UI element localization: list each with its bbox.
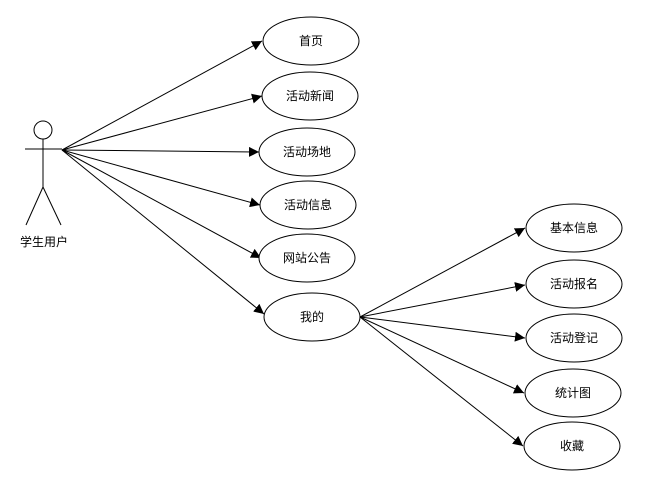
edge-actor-activity-news: [61, 93, 263, 151]
use-case-activity-checkin-ellipse: [525, 313, 623, 363]
use-case-activity-info-label: 活动信息: [284, 197, 332, 212]
edge-mine-activity-signup: [359, 281, 526, 318]
use-case-statistics-chart: 统计图: [524, 368, 622, 418]
use-case-activity-signup: 活动报名: [525, 259, 623, 309]
use-case-activity-info: 活动信息: [259, 180, 357, 230]
use-case-activity-news-label: 活动新闻: [286, 88, 334, 103]
use-case-activity-signup-ellipse: [525, 259, 623, 309]
edge-actor-activity-info: [61, 149, 261, 208]
use-case-activity-checkin: 活动登记: [525, 313, 623, 363]
mine-edges: [359, 227, 526, 447]
use-case-statistics-chart-label: 统计图: [555, 386, 591, 400]
use-case-activity-venue-ellipse: [258, 127, 356, 177]
edge-actor-site-notice: [61, 149, 262, 259]
use-case-site-notice: 网站公告: [258, 233, 356, 283]
edge-actor-home: [61, 40, 263, 151]
use-case-activity-news-ellipse: [261, 71, 359, 121]
edge-actor-mine: [61, 149, 265, 315]
actor-label: 学生用户: [20, 234, 68, 249]
use-case-mine-ellipse: [263, 292, 361, 342]
use-case-activity-info-ellipse: [259, 180, 357, 230]
use-case-activity-signup-label: 活动报名: [550, 276, 598, 291]
use-case-favorites: 收藏: [523, 421, 621, 471]
use-case-basic-info-ellipse: [525, 203, 623, 253]
edge-mine-activity-checkin: [359, 316, 526, 342]
actor-head: [33, 120, 53, 140]
use-case-mine: 我的: [263, 292, 361, 342]
edge-mine-statistics-chart: [359, 316, 525, 394]
use-case-statistics-chart-ellipse: [524, 368, 622, 418]
use-case-favorites-ellipse: [523, 421, 621, 471]
use-case-home: 首页: [262, 16, 360, 66]
use-case-activity-news: 活动新闻: [261, 71, 359, 121]
actor-left-leg: [25, 186, 44, 226]
use-case-site-notice-ellipse: [258, 233, 356, 283]
use-case-mine-label: 我的: [300, 309, 324, 324]
use-case-home-ellipse: [262, 16, 360, 66]
actor-edges: [61, 40, 265, 315]
actor-right-leg: [42, 186, 62, 226]
use-case-activity-venue: 活动场地: [258, 127, 356, 177]
use-case-activity-checkin-label: 活动登记: [550, 330, 598, 345]
use-case-favorites-label: 收藏: [560, 439, 584, 453]
use-case-activity-venue-label: 活动场地: [283, 145, 331, 159]
use-case-basic-info-label: 基本信息: [550, 220, 598, 235]
edge-mine-favorites: [359, 316, 524, 447]
use-case-basic-info: 基本信息: [525, 203, 623, 253]
use-case-home-label: 首页: [299, 34, 323, 48]
use-case-site-notice-label: 网站公告: [283, 251, 331, 265]
edge-mine-basic-info: [359, 227, 526, 318]
edge-actor-activity-venue: [61, 146, 260, 157]
actor-student-user: 学生用户: [20, 120, 68, 249]
